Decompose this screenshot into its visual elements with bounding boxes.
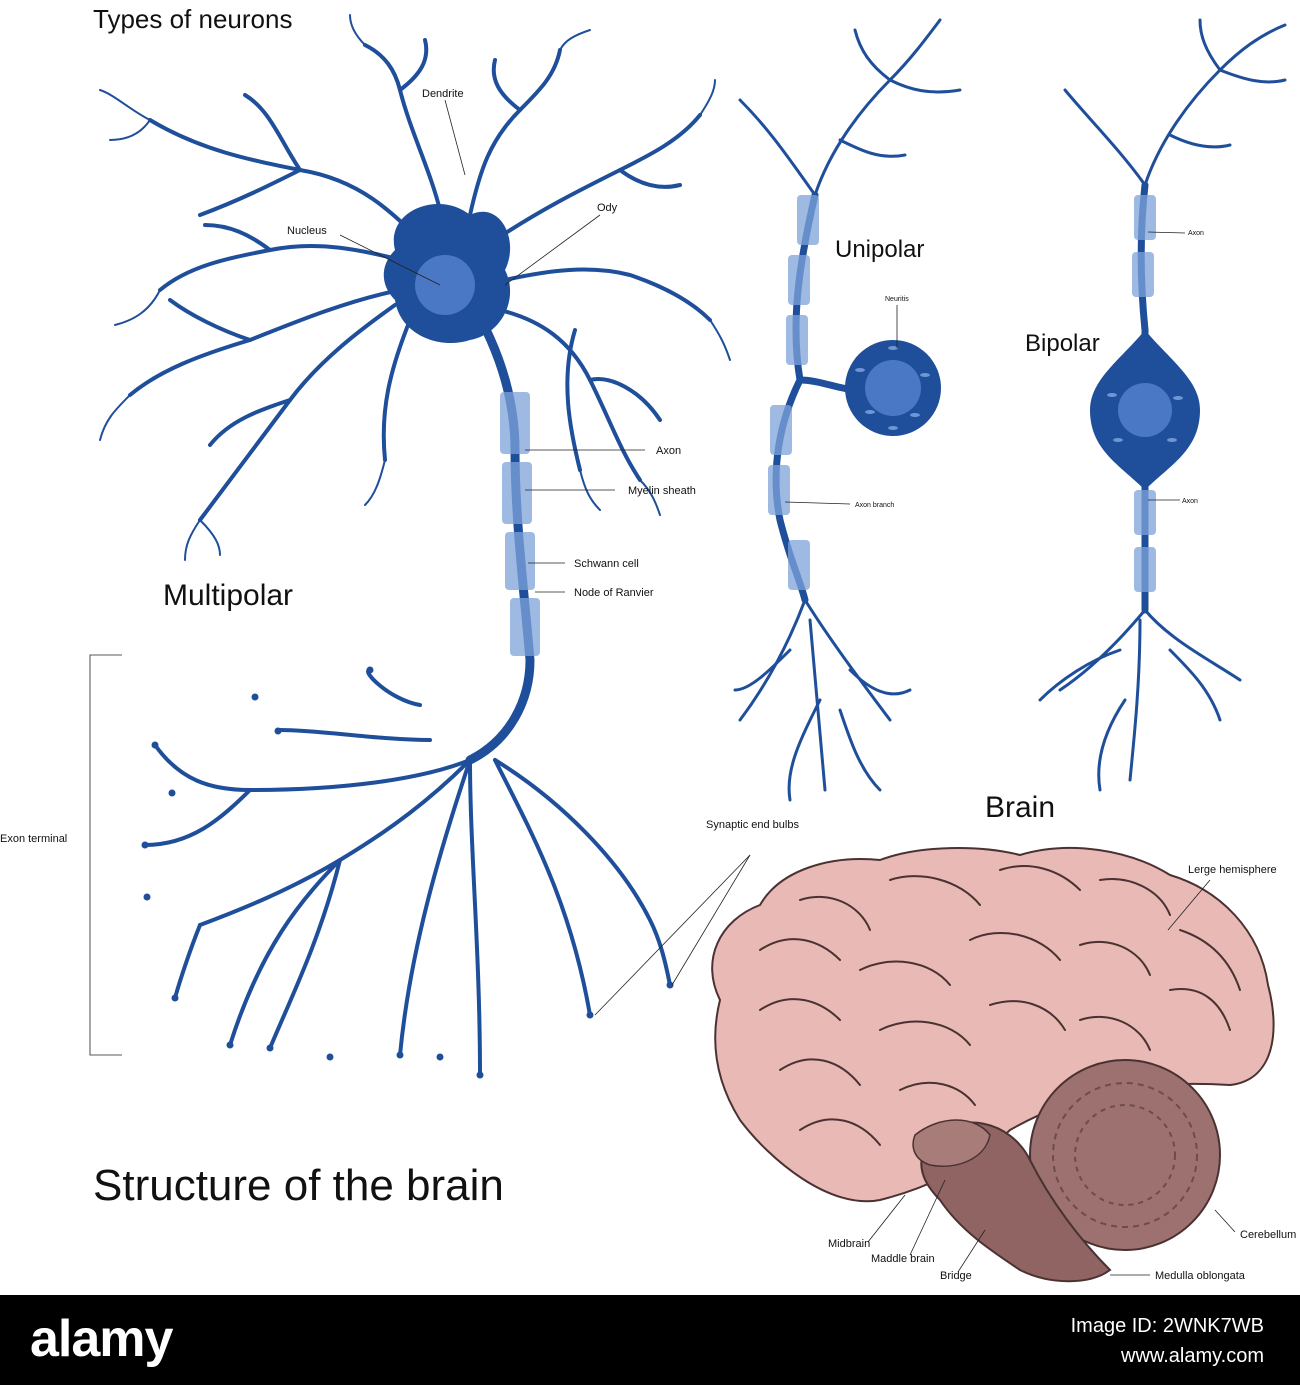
brain-illustration: Brain Structure of the brain Lerge hemis… (93, 791, 1296, 1283)
brain-section-title: Structure of the brain (93, 1161, 504, 1210)
multipolar-nucleus (415, 255, 475, 315)
axon-branch-label: Axon branch (855, 502, 894, 509)
myelin-label: Myelin sheath (628, 485, 696, 497)
medulla-label: Medulla oblongata (1155, 1270, 1246, 1282)
cerebellum (1029, 1059, 1221, 1251)
midbrain-label: Midbrain (828, 1238, 870, 1250)
dendrite-label: Dendrite (422, 88, 464, 100)
site-url-text: www.alamy.com (1121, 1345, 1264, 1367)
multipolar-heading: Multipolar (163, 579, 293, 612)
soma-label: Ody (597, 202, 618, 214)
alamy-logo: alamy (30, 1310, 173, 1368)
footer-meta: Image ID: 2WNK7WB www.alamy.com (1071, 1311, 1264, 1371)
neuron-brain-diagram: Types of neurons Multipolar Dendrite Nuc… (0, 4, 1296, 1283)
bipolar-axon-top-label: Axon (1188, 230, 1204, 237)
schwann-label: Schwann cell (574, 558, 639, 570)
bipolar-axon-bottom-label: Axon (1182, 498, 1198, 505)
bulbs-label: Synaptic end bulbs (706, 819, 799, 831)
bridge-label: Bridge (940, 1270, 972, 1282)
unipolar-neuron: Unipolar Neuritis Axon branch (733, 18, 962, 802)
cerebellum-label: Cerebellum (1240, 1229, 1296, 1241)
stock-footer: alamy Image ID: 2WNK7WB www.alamy.com (0, 1295, 1300, 1385)
nucleus-label: Nucleus (287, 225, 327, 237)
neuritis-label: Neuritis (885, 296, 909, 303)
cerebrum (711, 846, 1275, 1203)
axon-label: Axon (656, 445, 681, 457)
brain-heading: Brain (985, 791, 1055, 824)
hemisphere-label: Lerge hemisphere (1188, 864, 1277, 876)
ranvier-label: Node of Ranvier (574, 587, 654, 599)
bipolar-heading: Bipolar (1025, 330, 1100, 357)
unipolar-heading: Unipolar (835, 236, 924, 263)
terminal-label: Exon terminal (0, 833, 67, 845)
multipolar-neuron: Types of neurons Multipolar Dendrite Nuc… (0, 4, 799, 1079)
brainstem (920, 1121, 1112, 1283)
myelin-sheath (500, 392, 540, 656)
diagram-title: Types of neurons (93, 4, 292, 34)
middle-brain-label: Maddle brain (871, 1253, 935, 1265)
image-id-text: Image ID: 2WNK7WB (1070, 1315, 1264, 1337)
bipolar-neuron: Bipolar Axon Axon (1025, 18, 1287, 792)
